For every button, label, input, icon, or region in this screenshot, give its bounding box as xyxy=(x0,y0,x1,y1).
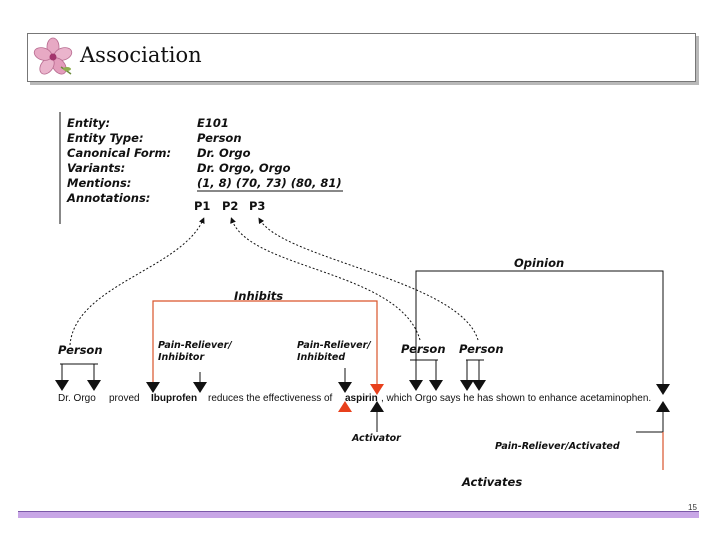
tag-inhibitor-line-1: Pain-Reliever/ xyxy=(158,340,232,351)
tri-ibuprofen-b xyxy=(193,382,207,393)
tri-orgo xyxy=(87,380,101,391)
sentence-ibuprofen: Ibuprofen xyxy=(151,393,198,404)
entity-values: E101 Person Dr. Orgo Dr. Orgo, Orgo (1, … xyxy=(197,116,342,191)
annotation-p1: P1 xyxy=(194,199,211,213)
tri-aspirin-a xyxy=(338,382,352,393)
entity-type-value: Person xyxy=(197,131,242,145)
tag-inhibitor-line-2: Inhibitor xyxy=(158,352,205,363)
tri-which xyxy=(409,380,423,391)
inhibits-line xyxy=(152,300,378,384)
tag-pain-reliever-inhibitor: Pain-Reliever/ Inhibitor xyxy=(158,340,232,364)
tag-pain-reliever-inhibited: Pain-Reliever/ Inhibited xyxy=(297,340,371,364)
tri-says-a xyxy=(460,380,474,391)
annotations-label: Annotations: xyxy=(67,191,151,205)
tri-up-aspirin-red xyxy=(338,401,352,412)
tri-dr xyxy=(55,380,69,391)
pain-reliever-activated-label: Pain-Reliever/Activated xyxy=(495,441,620,452)
tag-person-1: Person xyxy=(58,343,103,357)
sentence-proved: proved xyxy=(109,393,140,404)
inhibits-label: Inhibits xyxy=(234,289,284,303)
tri-up-aspirin xyxy=(370,401,384,412)
entity-type-label: Entity Type: xyxy=(67,131,144,145)
down-triangles xyxy=(55,380,670,395)
dashed-link-p1 xyxy=(69,217,205,346)
mentions-label: Mentions: xyxy=(67,176,132,190)
tri-acetaminophen xyxy=(656,384,670,395)
tag-person-3: Person xyxy=(459,342,504,356)
tri-ibuprofen-a xyxy=(146,382,160,393)
variants-label: Variants: xyxy=(67,161,126,175)
flower-icon xyxy=(33,37,73,75)
tag-inhibited-line-2: Inhibited xyxy=(297,352,346,363)
sentence-dr-orgo: Dr. Orgo xyxy=(58,393,96,404)
annotation-p2: P2 xyxy=(222,199,239,213)
opinion-line xyxy=(415,270,664,384)
dashed-link-p2 xyxy=(230,217,421,341)
tri-says-b xyxy=(472,380,486,391)
page-number: 15 xyxy=(688,503,697,512)
activates-label: Activates xyxy=(462,475,523,489)
sentence-aspirin: aspirin xyxy=(345,393,378,404)
sentence-rest: , which Orgo says he has shown to enhanc… xyxy=(381,393,652,404)
annotation-p3: P3 xyxy=(249,199,266,213)
variants-value: Dr. Orgo, Orgo xyxy=(197,161,291,175)
dashed-link-p3 xyxy=(258,217,479,341)
canonical-form-label: Canonical Form: xyxy=(67,146,172,160)
activator-label: Activator xyxy=(352,433,401,444)
tag-person-2: Person xyxy=(401,342,446,356)
tri-up-acetaminophen xyxy=(656,401,670,412)
page-title: Association xyxy=(80,43,202,67)
entity-labels: Entity: Entity Type: Canonical Form: Var… xyxy=(67,116,171,206)
up-triangles xyxy=(338,401,670,412)
tri-aspirin-b xyxy=(370,384,384,395)
title-box: Association xyxy=(27,33,696,82)
opinion-label: Opinion xyxy=(514,256,565,270)
footer-bar xyxy=(18,511,699,518)
mentions-value: (1, 8) (70, 73) (80, 81) xyxy=(197,176,342,190)
sentence-reduces: reduces the effectiveness of xyxy=(208,393,333,404)
entity-id-value: E101 xyxy=(197,116,229,130)
tag-inhibited-line-1: Pain-Reliever/ xyxy=(297,340,371,351)
tri-orgo2 xyxy=(429,380,443,391)
entity-label: Entity: xyxy=(67,116,111,130)
canonical-form-value: Dr. Orgo xyxy=(197,146,251,160)
